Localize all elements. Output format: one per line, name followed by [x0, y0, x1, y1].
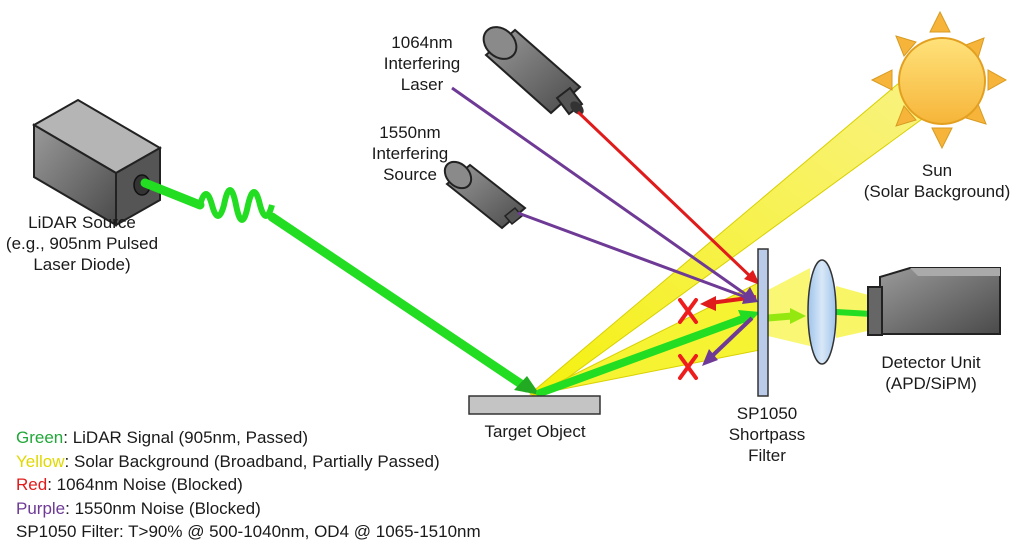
legend-key-purple: Purple: [16, 498, 66, 518]
sun-label: Sun (Solar Background): [863, 161, 1011, 201]
legend-row-green: Green: LiDAR Signal (905nm, Passed): [16, 428, 308, 447]
legend-key-yellow: Yellow: [16, 451, 65, 471]
source-1550-label: 1550nm Interfering Source: [371, 123, 449, 184]
lidar-source-icon: [31, 98, 163, 227]
legend: Green: LiDAR Signal (905nm, Passed) Yell…: [16, 426, 481, 544]
noise-1550-beams: [451, 86, 758, 366]
legend-row-filter-spec: SP1050 Filter: T>90% @ 500-1040nm, OD4 @…: [16, 522, 481, 541]
target-label: Target Object: [484, 422, 586, 441]
legend-row-red: Red: 1064nm Noise (Blocked): [16, 475, 243, 494]
lidar-source-label: LiDAR Source (e.g., 905nm Pulsed Laser D…: [5, 213, 159, 274]
source-1550-icon: [443, 160, 527, 230]
legend-row-purple: Purple: 1550nm Noise (Blocked): [16, 498, 261, 518]
target-object: [468, 395, 601, 415]
detector-icon: [867, 267, 1001, 336]
legend-key-red: Red: [16, 475, 48, 494]
laser-1064-icon: [482, 26, 584, 116]
sun-icon: [870, 10, 1008, 150]
filtered-beam: [768, 268, 810, 346]
lidar-beam: [140, 178, 540, 395]
legend-key-green: Green: [16, 428, 64, 447]
detector-label: Detector Unit (APD/SiPM): [881, 353, 981, 393]
laser-1064-label: 1064nm Interfering Laser: [383, 33, 461, 94]
blocked-x-icon-1064: [678, 298, 698, 324]
blocked-x-icon-1550: [678, 354, 698, 380]
sp1050-filter: [757, 248, 769, 397]
filter-label: SP1050 Shortpass Filter: [728, 404, 806, 465]
lens-icon: [807, 259, 837, 365]
legend-row-yellow: Yellow: Solar Background (Broadband, Par…: [16, 451, 440, 471]
